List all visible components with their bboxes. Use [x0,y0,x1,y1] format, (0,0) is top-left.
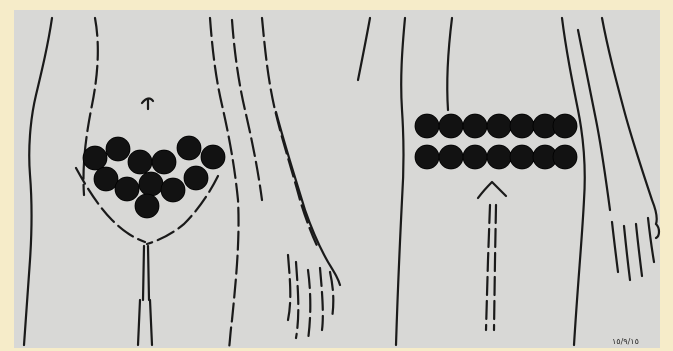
right-figure-hand [612,218,659,280]
left-figure-midline [138,246,152,345]
right-figure-left-contour-2 [396,18,405,345]
left-dot-9 [139,172,163,196]
right-dot-10 [463,145,487,169]
right-dot-8 [415,145,439,169]
left-dot-1 [83,146,107,170]
right-dot-1 [415,114,439,138]
right-figure-arm-outer [602,18,657,224]
right-figure-left-contour [358,18,370,80]
right-figure-midline [486,205,496,330]
left-figure-arm [262,18,318,248]
left-figure-arm-edge [232,20,262,200]
left-dot-4 [152,150,176,174]
left-dot-12 [135,194,159,218]
right-dot-2 [439,114,463,138]
left-dot-10 [161,178,185,202]
right-dot-7 [553,114,577,138]
left-dot-2 [106,137,130,161]
right-dot-field [415,114,577,169]
right-dot-4 [487,114,511,138]
right-dot-9 [439,145,463,169]
left-figure-outer-contour [24,18,52,345]
left-figure-hand [288,255,333,340]
right-figure-arm-inner [578,30,610,210]
left-dot-3 [128,150,152,174]
left-dot-6 [201,145,225,169]
left-figure-navel [142,99,153,109]
figure-caption: ١٥/٩/١٥ [612,337,639,346]
right-dot-11 [487,145,511,169]
right-figure [358,18,659,345]
left-dot-field [83,136,225,218]
left-dot-7 [94,167,118,191]
left-dot-5 [177,136,201,160]
left-dot-11 [184,166,208,190]
right-dot-5 [510,114,534,138]
right-dot-14 [553,145,577,169]
left-figure-arm-lower [276,112,340,285]
right-figure-center-left [447,18,452,110]
left-dot-8 [115,177,139,201]
right-dot-3 [463,114,487,138]
right-figure-groin [478,182,506,198]
right-figure-right-contour [562,18,585,345]
right-dot-12 [510,145,534,169]
